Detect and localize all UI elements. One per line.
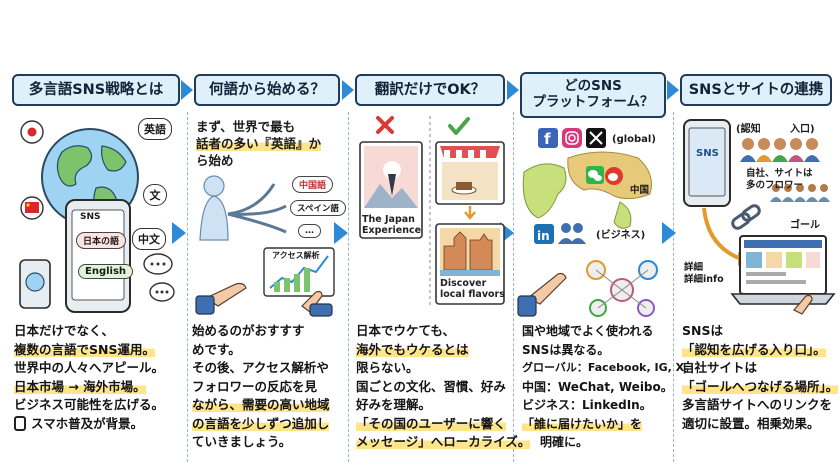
branch-chinese: 中国語	[292, 176, 334, 193]
svg-text:in: in	[537, 229, 550, 243]
awareness-label: (認知	[736, 124, 761, 135]
column-divider	[348, 112, 349, 462]
facebook-icon	[538, 128, 558, 148]
column-divider	[187, 112, 188, 462]
header-which-language: 何語から始める？	[194, 74, 340, 106]
goal-label: ゴール	[790, 220, 820, 231]
phone-sns-label-2: SNS	[696, 148, 719, 159]
global-label: (global)	[612, 134, 656, 145]
detail-label: 詳細詳細info	[684, 262, 724, 285]
header-arrow-2	[342, 80, 354, 100]
entrance-label: 入口)	[790, 124, 815, 135]
phone-sns-label: SNS	[80, 212, 101, 222]
header-arrow-1	[181, 80, 193, 100]
flow-arrow-2	[334, 222, 348, 244]
chart-label-access: アクセス解析	[272, 251, 320, 260]
col5-text: SNSは 「認知を広げる入り口」。 自社サイトは 「ゴールへつなげる場所」。 多…	[682, 323, 839, 431]
col1-text: 日本だけでなく、 複数の言語でSNS運用。 世界中の人々へアピール。 日本市場 …	[14, 323, 165, 431]
col4-text: 国や地域でよく使われる SNSは異なる。 グローバル：Facebook, IG,…	[522, 324, 696, 449]
header-sns-site-link: SNSとサイトの連携	[680, 74, 832, 106]
header-arrow-3	[507, 80, 519, 100]
branch-more: …	[298, 224, 321, 238]
header-arrow-4	[667, 80, 679, 100]
header-translation-ok: 翻訳だけでOK？	[355, 74, 505, 106]
header-which-platform: どのSNS プラットフォーム？	[520, 72, 666, 118]
instagram-icon	[562, 128, 582, 148]
lang-bubble-english: 英語	[138, 118, 172, 140]
header-multilingual-sns: 多言語SNS戦略とは	[12, 74, 180, 106]
check-icon	[448, 117, 470, 135]
column-divider	[673, 112, 674, 462]
followers-label: 自社、サイトは多のフロワー	[746, 168, 813, 191]
china-label: 中国	[630, 185, 650, 196]
lang-bubble-chinese: 中文	[132, 228, 166, 250]
flow-arrow-1	[172, 222, 186, 244]
branch-spanish: スペイン語	[290, 200, 346, 216]
svg-text:f: f	[544, 130, 551, 148]
col2-quote: まず、世界で最も 話者の多い『英語』か ら始め	[196, 119, 322, 168]
phone-english-tag: English	[78, 264, 134, 279]
linkedin-icon	[534, 224, 554, 244]
sns-platform-map: f in	[517, 128, 658, 317]
cross-icon	[376, 116, 394, 134]
localization-illustration	[359, 116, 505, 308]
business-label: (ビジネス)	[596, 230, 646, 241]
smartphone-icon	[14, 415, 26, 431]
column-divider	[513, 112, 514, 462]
sns-site-illustration	[683, 119, 836, 315]
branching-languages-illustration	[195, 175, 335, 317]
phone-japanese-tag: 日本の語	[76, 232, 127, 249]
col3-text: 日本でウケても、 海外でもウケるとは 限らない。 国ごとの文化、習慣、好み 好み…	[356, 323, 531, 449]
lang-bubble-bun: 文	[143, 184, 167, 206]
flow-arrow-4	[662, 222, 676, 244]
col2-text: 始めるのがおすすす めです。 その後、アクセス解析や フォロワーの反応を見 なが…	[192, 323, 330, 449]
